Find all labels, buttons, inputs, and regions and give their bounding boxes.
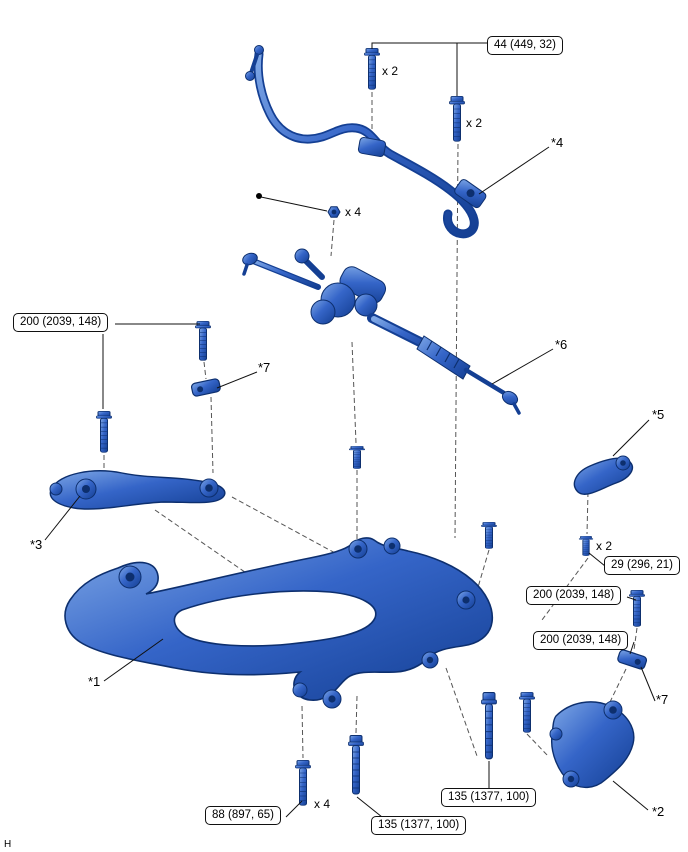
torque-callout-left-arm: 200 (2039, 148)	[13, 313, 109, 332]
input-shaft-joint	[294, 248, 310, 264]
bolt	[519, 692, 535, 733]
torque-callout-stabilizer-bolts: 44 (449, 32)	[487, 36, 564, 55]
leader-line	[478, 146, 550, 195]
bolt	[195, 321, 211, 361]
leader-line	[626, 596, 637, 601]
leader-line	[588, 552, 606, 567]
bolt	[364, 48, 380, 90]
part-label-6: *6	[555, 337, 568, 352]
no5-link-part	[573, 455, 634, 495]
dashed-line	[330, 219, 335, 257]
part-label-2: *2	[652, 804, 665, 819]
bolts	[96, 48, 645, 806]
steering-gear-part	[242, 248, 521, 415]
part-label-4: *4	[551, 135, 564, 150]
bolt	[480, 692, 498, 760]
part-label-3: *3	[30, 537, 43, 552]
qty-label-stab-bolt-1: x 2	[382, 64, 399, 78]
bolt	[349, 446, 365, 469]
bolt	[449, 96, 465, 142]
rack-boot	[416, 335, 471, 380]
leader-lines	[44, 42, 656, 818]
part-label-1: *1	[88, 674, 101, 689]
bolt	[96, 411, 112, 453]
torque-callout-135-right: 135 (1377, 100)	[441, 788, 537, 807]
qty-label-gear-nuts: x 4	[345, 205, 362, 219]
dashed-line	[231, 496, 349, 561]
qty-label-no5-bolts: x 2	[596, 539, 613, 553]
dashed-line	[454, 143, 459, 539]
dashed-line	[351, 341, 357, 444]
bolt	[295, 760, 311, 806]
front-crossmember-part	[64, 537, 494, 709]
leader-line	[356, 796, 383, 818]
leader-line	[285, 800, 303, 818]
dashed-line	[210, 396, 214, 474]
dashed-line	[355, 695, 358, 734]
no7-bracket-upper-part	[190, 378, 221, 397]
dashed-line	[203, 361, 207, 380]
dashed-line	[301, 705, 304, 759]
qty-label-stab-bolt-2: x 2	[466, 116, 483, 130]
part-label-7-lower: *7	[656, 692, 669, 707]
dashed-line	[586, 491, 589, 535]
leader-line	[103, 638, 164, 682]
leader-line	[371, 42, 487, 49]
torque-callout-no5-link: 29 (296, 21)	[604, 556, 681, 575]
part-label-7-upper: *7	[258, 360, 271, 375]
leader-line	[612, 780, 649, 811]
torque-callout-135-center: 135 (1377, 100)	[371, 816, 467, 835]
dashed-line	[445, 667, 478, 757]
stabilizer-clamp	[357, 136, 387, 158]
flange-nut-part	[327, 206, 341, 218]
leader-line	[612, 419, 650, 457]
bolt	[629, 590, 645, 627]
leader-line	[44, 495, 81, 541]
stabilizer-bracket	[454, 179, 487, 209]
leader-line	[491, 348, 554, 385]
tie-rod-end	[501, 390, 519, 406]
lower-control-arm-left-part	[49, 470, 226, 510]
ball-joint	[549, 727, 563, 741]
leader-line	[640, 666, 656, 702]
bolt	[481, 522, 497, 549]
leader-line	[216, 371, 258, 389]
torque-callout-right-lower: 200 (2039, 148)	[533, 631, 629, 650]
ball-joint	[49, 482, 63, 496]
part-label-5: *5	[652, 407, 665, 422]
qty-label-member-bolts: x 4	[314, 797, 331, 811]
dashed-line	[526, 733, 550, 758]
tie-rod-end	[242, 252, 258, 266]
no7-bracket-lower-part	[617, 649, 648, 670]
lower-control-arm-right-part	[549, 700, 635, 789]
mount-bushing	[292, 682, 308, 698]
torque-callout-crossmember-x4: 88 (897, 65)	[205, 806, 282, 825]
page-footer-letter: H	[4, 839, 12, 850]
stabilizer-link-joint	[245, 71, 255, 81]
leader-line	[629, 641, 635, 655]
dashed-line	[633, 627, 638, 651]
dashed-line	[541, 557, 589, 621]
torque-callout-right-upper: 200 (2039, 148)	[526, 586, 622, 605]
stabilizer-bar-part	[245, 45, 487, 239]
reference-dot	[256, 193, 262, 199]
bolt	[578, 536, 594, 556]
leader-line	[260, 196, 328, 212]
stabilizer-link-joint	[254, 45, 264, 55]
dashed-line	[608, 668, 627, 705]
gear-motor-housing	[339, 266, 387, 304]
bolt	[348, 735, 364, 795]
